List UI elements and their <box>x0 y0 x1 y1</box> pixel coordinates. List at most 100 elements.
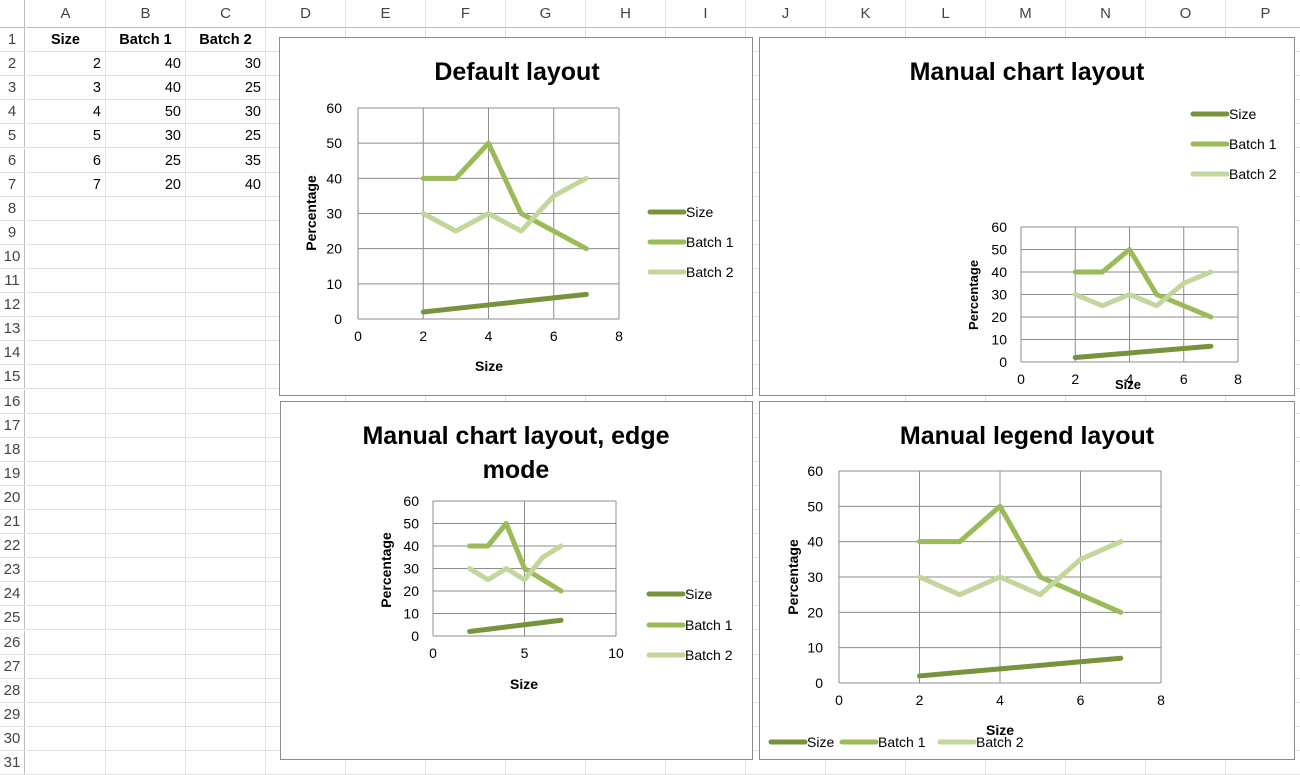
table-cell[interactable]: 30 <box>186 52 266 77</box>
table-cell[interactable]: 20 <box>106 172 186 197</box>
cell[interactable] <box>26 654 106 679</box>
column-header-o[interactable]: O <box>1146 0 1226 28</box>
cell[interactable] <box>106 413 186 438</box>
row-header-31[interactable]: 31 <box>0 751 25 775</box>
column-header-n[interactable]: N <box>1066 0 1146 28</box>
cell[interactable] <box>26 582 106 607</box>
cell[interactable] <box>106 534 186 559</box>
table-cell[interactable]: 5 <box>26 124 106 149</box>
cell[interactable] <box>186 726 266 751</box>
cell[interactable] <box>186 437 266 462</box>
cell[interactable] <box>106 220 186 245</box>
cell[interactable] <box>186 534 266 559</box>
cell[interactable] <box>186 365 266 390</box>
column-header-a[interactable]: A <box>26 0 106 28</box>
column-header-k[interactable]: K <box>826 0 906 28</box>
table-cell[interactable]: 25 <box>186 124 266 149</box>
column-header-e[interactable]: E <box>346 0 426 28</box>
cell[interactable] <box>186 702 266 727</box>
table-cell[interactable]: 40 <box>106 52 186 77</box>
table-cell[interactable]: 6 <box>26 148 106 173</box>
cell[interactable] <box>26 751 106 775</box>
cell[interactable] <box>106 654 186 679</box>
cell[interactable] <box>106 437 186 462</box>
cell[interactable] <box>106 751 186 775</box>
cell[interactable] <box>106 726 186 751</box>
cell[interactable] <box>186 293 266 318</box>
cell[interactable] <box>106 365 186 390</box>
row-header-28[interactable]: 28 <box>0 678 25 703</box>
row-header-5[interactable]: 5 <box>0 124 25 149</box>
table-cell[interactable]: 3 <box>26 76 106 101</box>
row-header-18[interactable]: 18 <box>0 437 25 462</box>
cell[interactable] <box>26 293 106 318</box>
cell[interactable] <box>26 269 106 294</box>
row-header-7[interactable]: 7 <box>0 172 25 197</box>
column-header-m[interactable]: M <box>986 0 1066 28</box>
cell[interactable] <box>186 317 266 342</box>
table-cell[interactable]: 25 <box>106 148 186 173</box>
cell[interactable] <box>26 389 106 414</box>
row-header-21[interactable]: 21 <box>0 510 25 535</box>
table-cell[interactable]: 2 <box>26 52 106 77</box>
cell[interactable] <box>26 365 106 390</box>
cell[interactable] <box>26 726 106 751</box>
cell[interactable] <box>106 461 186 486</box>
row-header-1[interactable]: 1 <box>0 28 25 53</box>
row-header-3[interactable]: 3 <box>0 76 25 101</box>
column-header-f[interactable]: F <box>426 0 506 28</box>
cell[interactable] <box>186 196 266 221</box>
cell[interactable] <box>186 485 266 510</box>
column-header-i[interactable]: I <box>666 0 746 28</box>
cell[interactable] <box>106 582 186 607</box>
row-header-24[interactable]: 24 <box>0 582 25 607</box>
table-cell[interactable]: 40 <box>106 76 186 101</box>
cell[interactable] <box>106 510 186 535</box>
cell[interactable] <box>106 244 186 269</box>
row-header-4[interactable]: 4 <box>0 100 25 125</box>
cell[interactable] <box>186 582 266 607</box>
cell[interactable] <box>186 606 266 631</box>
cell[interactable] <box>186 630 266 655</box>
cell[interactable] <box>186 461 266 486</box>
row-header-10[interactable]: 10 <box>0 244 25 269</box>
column-header-g[interactable]: G <box>506 0 586 28</box>
cell[interactable] <box>106 606 186 631</box>
table-header-cell[interactable]: Batch 1 <box>106 28 186 53</box>
cell[interactable] <box>26 485 106 510</box>
cell[interactable] <box>26 702 106 727</box>
cell[interactable] <box>106 558 186 583</box>
cell[interactable] <box>26 244 106 269</box>
row-header-2[interactable]: 2 <box>0 52 25 77</box>
select-all-corner[interactable] <box>0 0 25 28</box>
row-header-13[interactable]: 13 <box>0 317 25 342</box>
cell[interactable] <box>106 702 186 727</box>
cell[interactable] <box>26 606 106 631</box>
cell[interactable] <box>106 389 186 414</box>
row-header-27[interactable]: 27 <box>0 654 25 679</box>
column-header-b[interactable]: B <box>106 0 186 28</box>
row-header-22[interactable]: 22 <box>0 534 25 559</box>
row-header-16[interactable]: 16 <box>0 389 25 414</box>
cell[interactable] <box>106 269 186 294</box>
row-header-20[interactable]: 20 <box>0 485 25 510</box>
cell[interactable] <box>26 510 106 535</box>
cell[interactable] <box>26 196 106 221</box>
row-header-19[interactable]: 19 <box>0 461 25 486</box>
cell[interactable] <box>106 196 186 221</box>
cell[interactable] <box>26 534 106 559</box>
cell[interactable] <box>26 220 106 245</box>
table-cell[interactable]: 40 <box>186 172 266 197</box>
row-header-8[interactable]: 8 <box>0 196 25 221</box>
column-header-d[interactable]: D <box>266 0 346 28</box>
table-cell[interactable]: 30 <box>106 124 186 149</box>
cell[interactable] <box>186 341 266 366</box>
row-header-12[interactable]: 12 <box>0 293 25 318</box>
row-header-11[interactable]: 11 <box>0 269 25 294</box>
table-cell[interactable]: 4 <box>26 100 106 125</box>
table-cell[interactable]: 25 <box>186 76 266 101</box>
cell[interactable] <box>26 413 106 438</box>
table-cell[interactable]: 30 <box>186 100 266 125</box>
